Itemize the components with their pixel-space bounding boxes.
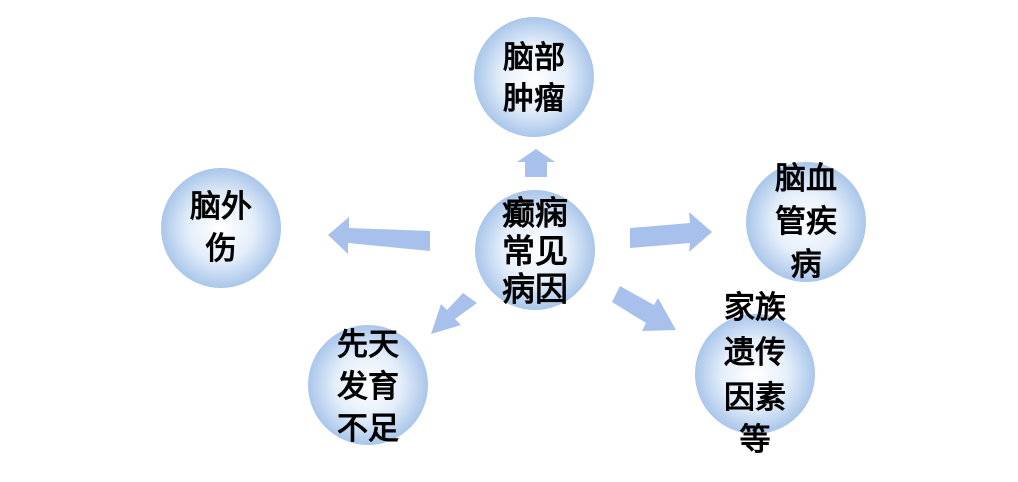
congenital-label-line-2: 发育 xyxy=(336,369,399,405)
cause-node-vascular: 脑血 管疾 病 xyxy=(746,161,866,283)
arrow-to-vascular xyxy=(630,212,712,252)
center-label-line-2: 常见 xyxy=(502,232,568,271)
trauma-label-line-1: 脑外 xyxy=(190,189,252,225)
arrows xyxy=(328,149,712,334)
center-label-line-1: 癫痫 xyxy=(502,194,568,233)
arrow-to-trauma xyxy=(328,217,430,254)
arrow-to-congenital xyxy=(431,293,477,334)
vascular-label-line-3: 病 xyxy=(791,247,822,283)
tumor-label-line-1: 脑部 xyxy=(503,40,565,76)
cause-node-trauma: 脑外 伤 xyxy=(161,168,281,288)
vascular-label-line-1: 脑血 xyxy=(775,161,837,197)
genetic-label-line-1: 家族 xyxy=(724,290,786,326)
vascular-label-line-2: 管疾 xyxy=(775,204,837,240)
cause-node-tumor: 脑部 肿瘤 xyxy=(474,17,594,137)
congenital-label-line-1: 先天 xyxy=(337,327,399,363)
center-node: 癫痫 常见 病因 xyxy=(475,190,595,310)
arrow-to-genetic xyxy=(612,286,676,331)
center-label-line-3: 病因 xyxy=(502,270,568,309)
cause-node-genetic: 家族 遗传 因素 等 xyxy=(695,290,815,458)
genetic-label-line-3: 因素 xyxy=(724,380,786,416)
cause-node-congenital: 先天 发育 不足 xyxy=(308,325,428,447)
genetic-label-line-4: 等 xyxy=(740,422,771,458)
genetic-label-line-2: 遗传 xyxy=(724,335,786,371)
trauma-label-line-2: 伤 xyxy=(205,231,237,267)
tumor-label-line-2: 肿瘤 xyxy=(503,81,565,117)
arrow-to-tumor xyxy=(517,149,555,177)
congenital-label-line-3: 不足 xyxy=(337,411,399,447)
